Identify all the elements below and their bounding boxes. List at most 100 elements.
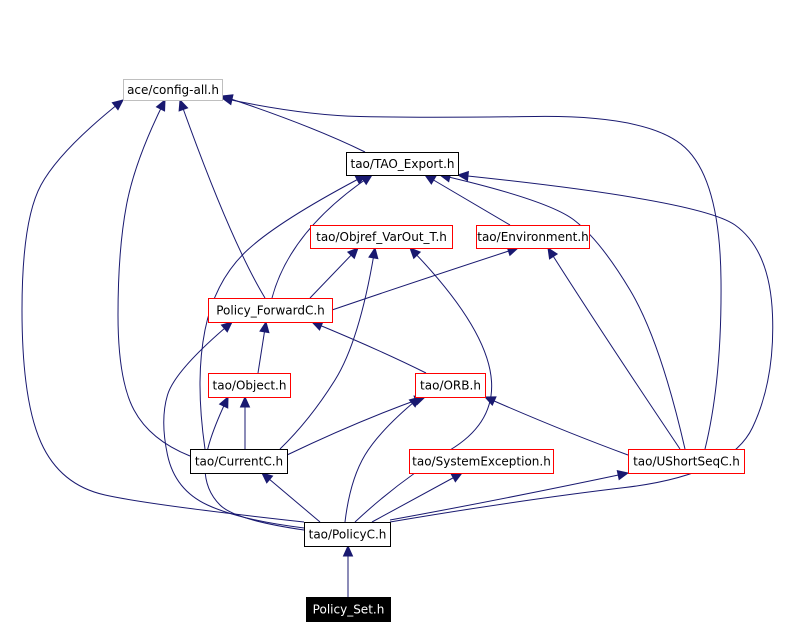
node-currentc[interactable]: tao/CurrentC.h <box>190 449 288 474</box>
node-system-exception[interactable]: tao/SystemException.h <box>409 449 554 474</box>
edge-environment-to-tao_export <box>423 174 511 226</box>
node-label: tao/SystemException.h <box>412 455 551 469</box>
node-label: tao/Object.h <box>213 379 287 393</box>
edge-line <box>221 95 366 153</box>
edge-policy_forwardc-to-environment <box>331 246 520 311</box>
edge-arrowhead <box>483 396 497 407</box>
edge-ushortseqc-to-orb <box>483 396 629 456</box>
node-box[interactable] <box>346 152 459 176</box>
node-ace-config-all[interactable]: ace/config-all.h <box>123 79 223 101</box>
edge-arrowhead <box>360 174 374 186</box>
node-label: tao/Environment.h <box>477 230 589 244</box>
edge-arrowhead <box>346 247 359 260</box>
edge-line <box>311 321 427 374</box>
edge-arrowhead <box>456 170 469 182</box>
edge-ushortseqc-to-environment <box>547 246 681 450</box>
edge-arrowhead <box>342 544 354 557</box>
node-policyc[interactable]: tao/PolicyC.h <box>304 522 391 547</box>
edge-policyc-to-objref_varout <box>354 247 493 523</box>
edge-arrowhead <box>409 247 422 260</box>
node-object[interactable]: tao/Object.h <box>208 373 291 398</box>
edge-line <box>484 396 629 456</box>
node-box[interactable] <box>208 298 333 323</box>
node-label: Policy_ForwardC.h <box>216 304 325 318</box>
edge-currentc-to-ace_config_all <box>117 98 191 457</box>
edge-line <box>331 247 519 311</box>
edge-line <box>424 174 511 226</box>
node-policy-forwardc[interactable]: Policy_ForwardC.h <box>208 298 333 323</box>
node-box[interactable] <box>310 225 453 249</box>
node-box[interactable] <box>306 597 391 622</box>
node-label: tao/ORB.h <box>420 379 481 393</box>
edge-line <box>279 247 376 450</box>
edge-line <box>389 472 629 521</box>
edge-arrowhead <box>547 246 559 260</box>
node-box[interactable] <box>190 449 288 474</box>
node-label: tao/TAO_Export.h <box>351 157 455 171</box>
edge-line <box>344 396 421 523</box>
edge-line <box>547 247 681 450</box>
edge-tao_export-to-ace_config_all <box>220 94 366 153</box>
edge-line <box>371 472 463 523</box>
node-ushortseqc[interactable]: tao/UShortSeqC.h <box>628 449 745 474</box>
node-box[interactable] <box>628 449 745 474</box>
edge-policyc-to-currentc <box>261 472 321 523</box>
edge-policy_forwardc-to-ace_config_all <box>178 98 266 299</box>
edge-arrowhead <box>178 98 189 112</box>
edge-line <box>163 321 305 529</box>
edges-layer <box>21 94 774 597</box>
edge-policyc-to-tao_export <box>389 170 774 523</box>
edge-arrowhead <box>450 472 464 483</box>
edge-arrowhead <box>368 246 379 260</box>
edge-policyc-to-policy_forwardc <box>163 321 305 529</box>
node-box[interactable] <box>208 373 291 398</box>
edge-line <box>261 472 321 523</box>
edge-policy_forwardc-to-objref_varout <box>309 247 359 299</box>
edge-currentc-to-object <box>239 395 251 449</box>
edge-arrowhead <box>111 99 124 111</box>
edge-arrowhead <box>259 320 270 334</box>
node-objref-varout[interactable]: tao/Objref_VarOut_T.h <box>310 225 453 249</box>
edge-line <box>204 396 305 531</box>
edge-policy_set-to-policyc <box>342 544 354 597</box>
node-box[interactable] <box>415 373 486 398</box>
node-label: ace/config-all.h <box>127 83 219 97</box>
edge-policyc-to-ushortseqc <box>389 470 630 521</box>
node-label: tao/CurrentC.h <box>195 455 283 469</box>
node-policy-set[interactable]: Policy_Set.h <box>306 597 391 622</box>
edge-line <box>221 97 722 450</box>
edge-policyc-to-object <box>204 395 305 531</box>
node-orb[interactable]: tao/ORB.h <box>415 373 486 398</box>
node-tao-export[interactable]: tao/TAO_Export.h <box>346 152 459 176</box>
edge-line <box>309 247 359 299</box>
edge-line <box>389 174 774 523</box>
edge-arrowhead <box>218 395 229 409</box>
edge-line <box>286 396 426 456</box>
node-environment[interactable]: tao/Environment.h <box>476 225 590 249</box>
edge-line <box>21 99 305 523</box>
edge-line <box>199 174 367 450</box>
edge-policyc-to-ace_config_all <box>21 99 305 523</box>
node-box[interactable] <box>304 522 391 547</box>
node-box[interactable] <box>476 225 590 249</box>
edge-arrowhead <box>220 321 233 333</box>
edge-arrowhead <box>220 94 234 105</box>
edge-line <box>271 174 373 299</box>
edge-arrowhead <box>155 98 166 112</box>
node-label: Policy_Set.h <box>313 603 385 617</box>
edge-currentc-to-objref_varout <box>279 246 379 450</box>
node-label: tao/PolicyC.h <box>309 528 387 542</box>
edge-arrowhead <box>261 472 274 484</box>
node-box[interactable] <box>409 449 554 474</box>
edge-line <box>117 99 191 457</box>
edge-line <box>439 174 686 450</box>
edge-arrowhead <box>239 395 251 408</box>
edge-orb-to-policy_forwardc <box>310 321 427 374</box>
nodes-layer: ace/config-all.h tao/TAO_Export.h tao/Objr… <box>123 79 745 622</box>
edge-policyc-to-orb <box>344 396 421 523</box>
edge-line <box>179 99 266 299</box>
node-box[interactable] <box>123 79 223 101</box>
node-label: tao/UShortSeqC.h <box>633 455 740 469</box>
edge-currentc-to-orb <box>286 395 427 456</box>
